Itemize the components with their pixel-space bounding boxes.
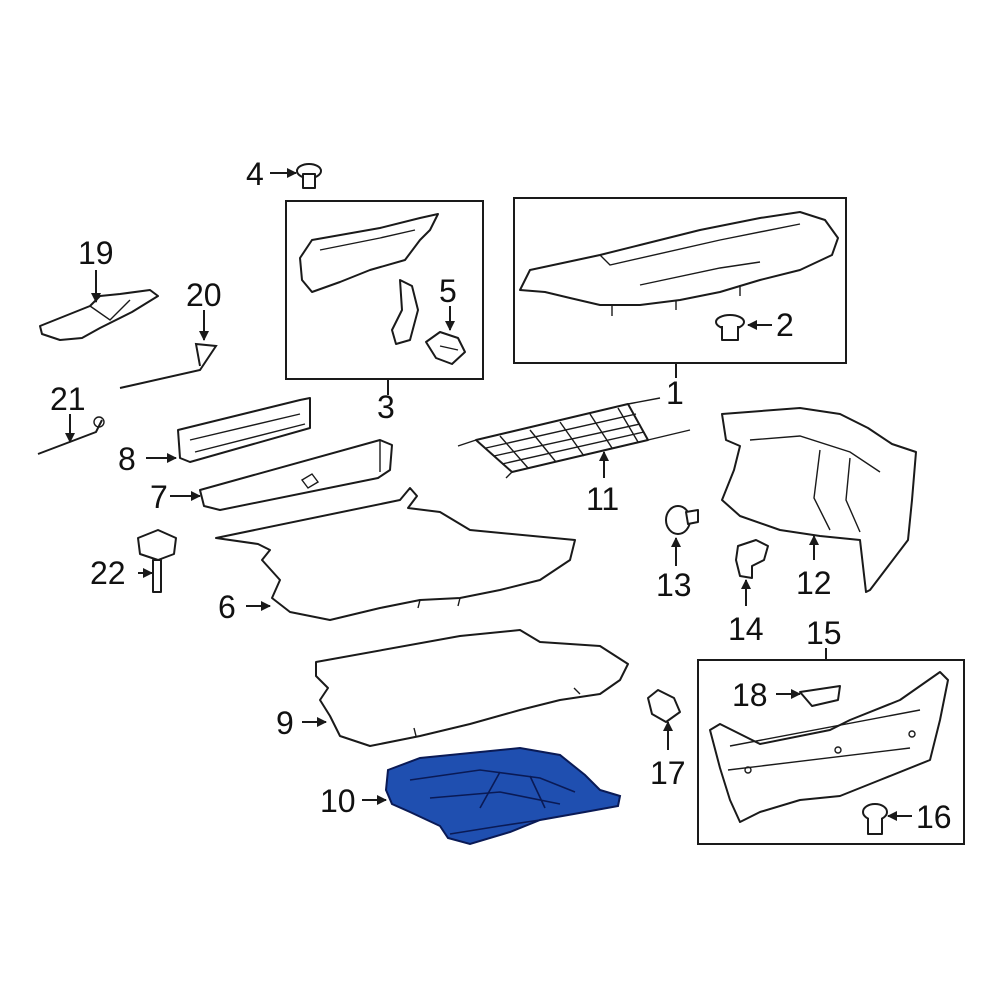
part-17-clip[interactable] (647, 689, 681, 723)
part-4-bolt[interactable] (296, 163, 322, 189)
part-15-rear-trim[interactable] (709, 671, 949, 823)
callout-19: 19 (78, 235, 114, 271)
part-1-package-tray[interactable] (519, 211, 839, 316)
callout-8: 8 (118, 441, 136, 477)
group-box-1 (513, 197, 847, 364)
group-box-3 (285, 200, 484, 380)
callout-18: 18 (732, 677, 768, 713)
callout-10: 10 (320, 783, 356, 819)
part-3-bracket[interactable] (299, 213, 439, 345)
callout-17: 17 (650, 755, 686, 791)
part-20-handle[interactable] (119, 342, 218, 389)
part-14-hook[interactable] (735, 539, 769, 579)
callout-2: 2 (776, 307, 794, 343)
part-11-cargo-net[interactable] (457, 397, 691, 479)
callout-13: 13 (656, 567, 692, 603)
callout-6: 6 (218, 589, 236, 625)
callout-20: 20 (186, 277, 222, 313)
callout-1: 1 (666, 375, 684, 411)
part-2-clip[interactable] (715, 314, 745, 341)
part-6-floor-mat[interactable] (215, 487, 576, 621)
callout-12: 12 (796, 565, 832, 601)
part-16-clip[interactable] (862, 803, 888, 835)
callout-14: 14 (728, 611, 764, 647)
callout-4: 4 (246, 156, 264, 192)
callout-16: 16 (916, 799, 952, 835)
callout-5: 5 (439, 273, 457, 309)
part-21-wrench[interactable] (37, 416, 105, 455)
group-box-15 (697, 659, 965, 845)
callout-15: 15 (806, 615, 842, 651)
part-13-plug[interactable] (665, 505, 699, 535)
callout-21: 21 (50, 381, 86, 417)
part-9-trunk-mat[interactable] (315, 629, 629, 747)
part-10-spare-cover[interactable] (384, 746, 622, 846)
callout-7: 7 (150, 479, 168, 515)
part-5-clip[interactable] (425, 331, 466, 365)
callout-9: 9 (276, 705, 294, 741)
part-22-bolt[interactable] (137, 529, 177, 593)
callout-22: 22 (90, 555, 126, 591)
part-18-cap[interactable] (799, 685, 841, 707)
callout-3: 3 (377, 389, 395, 425)
part-8-sill-panel[interactable] (177, 397, 311, 463)
part-19-jack[interactable] (39, 289, 159, 341)
callout-11: 11 (586, 481, 619, 517)
part-12-side-trim[interactable] (721, 407, 917, 593)
part-7-trim-panel[interactable] (199, 439, 393, 511)
